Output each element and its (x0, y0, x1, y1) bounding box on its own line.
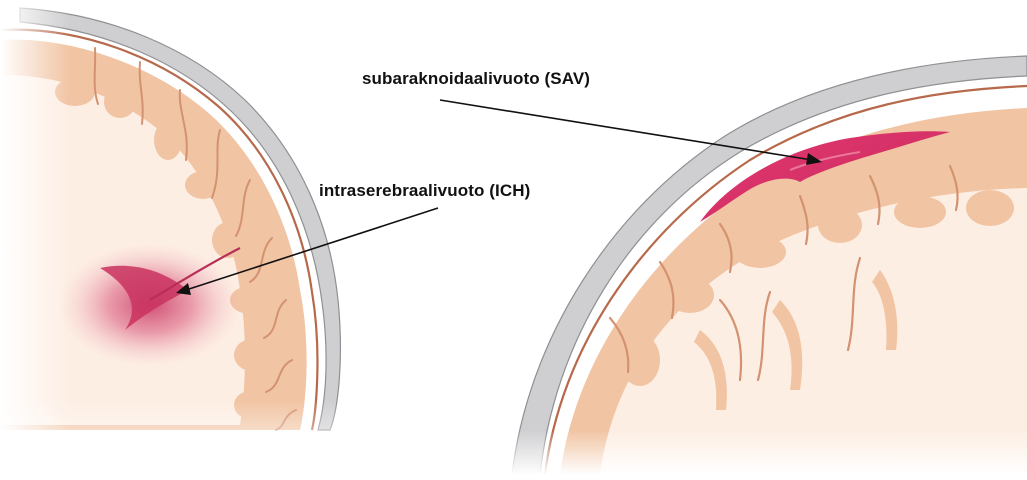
ich-label: intraserebraalivuoto (ICH) (319, 181, 530, 201)
left-brain-section (0, 0, 360, 475)
sav-label: subaraknoidaalivuoto (SAV) (362, 69, 590, 89)
right-brain-section (500, 56, 1027, 475)
right-bottom-fade (500, 430, 1027, 475)
left-bottom-fade (0, 400, 360, 475)
